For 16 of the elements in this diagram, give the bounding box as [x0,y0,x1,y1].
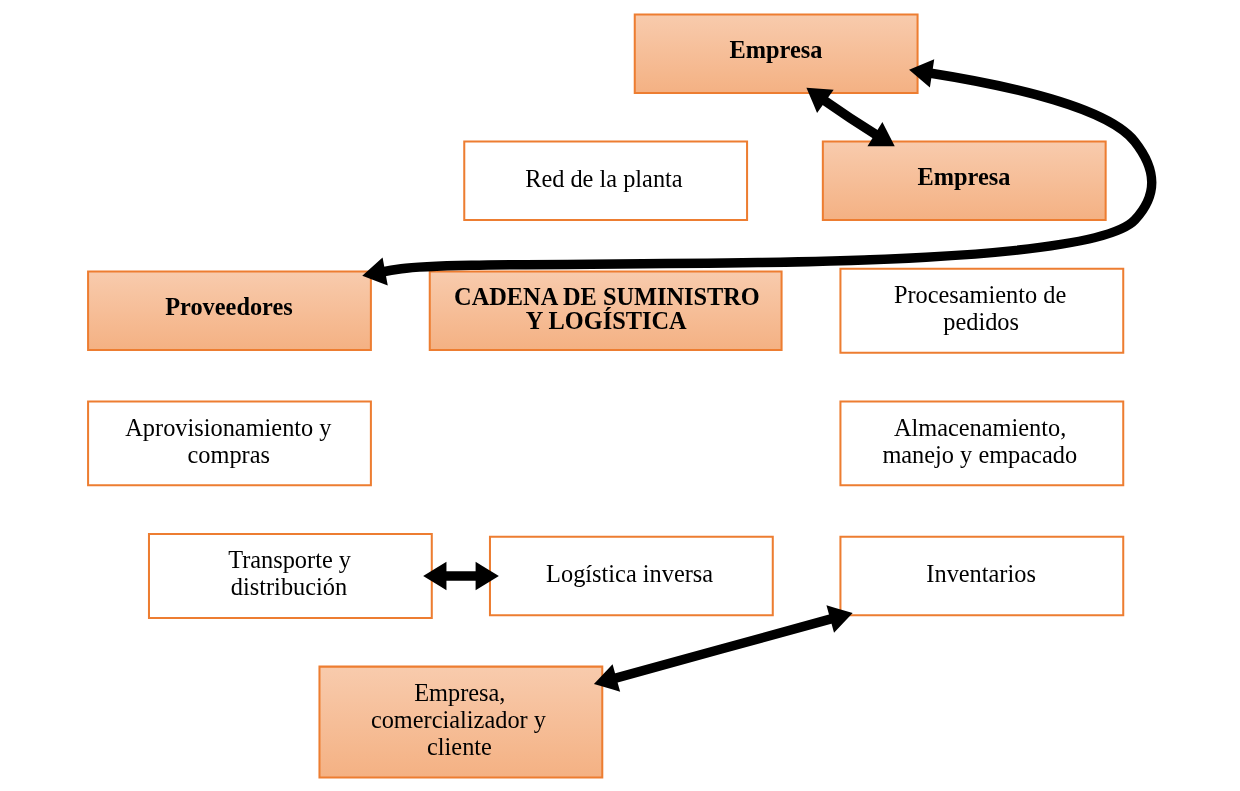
arrow [593,604,853,692]
node-box: Proveedores [87,270,372,351]
node-box: Inventarios [839,535,1125,616]
arrow [362,58,1157,285]
node-box: Empresa, comercializador y cliente [318,665,604,779]
node-box: CADENA DE SUMINISTRO Y LOGÍSTICA [428,270,783,351]
node-box: Red de la planta [463,140,749,221]
node-box: Transporte y distribución [147,532,433,619]
node-box: Almacenamiento, manejo y empacado [839,399,1125,486]
node-box: Empresa [633,12,919,94]
arrow [806,87,895,146]
node-box: Procesamiento de pedidos [839,267,1125,354]
node-box: Logística inversa [488,535,774,616]
node-box: Empresa [821,140,1107,221]
arrow [423,561,499,590]
node-box: Aprovisionamiento y compras [87,399,372,486]
